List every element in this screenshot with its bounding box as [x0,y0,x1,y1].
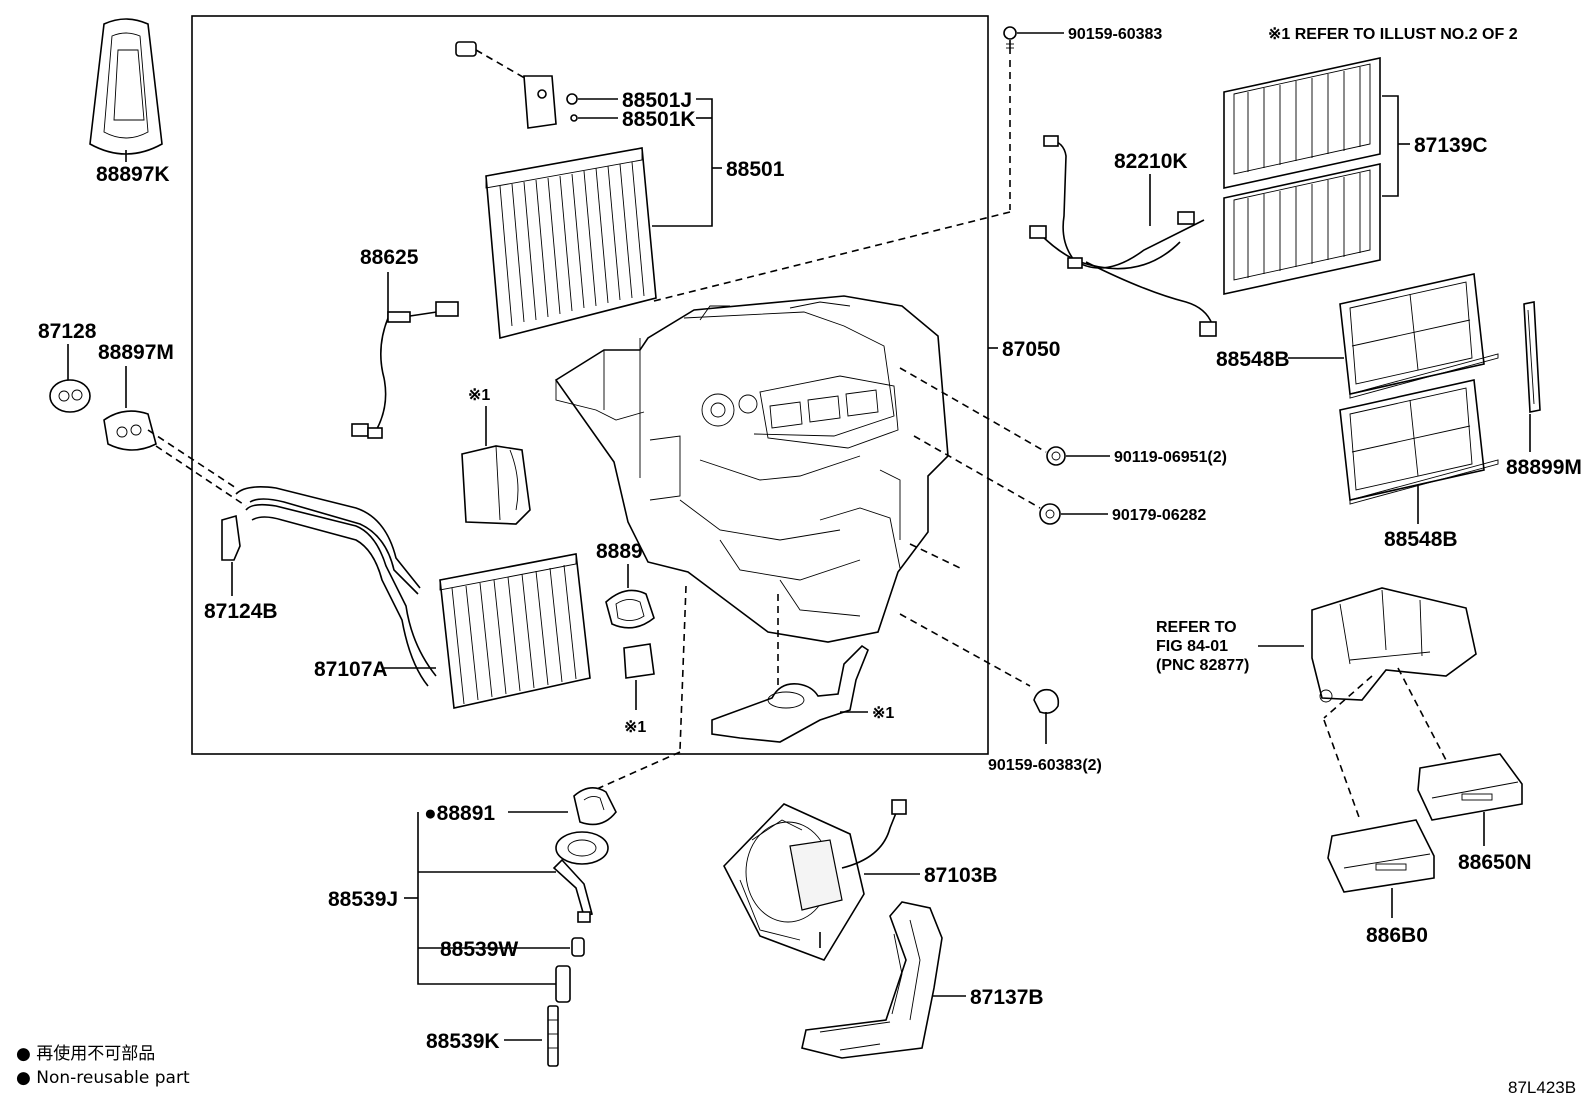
label-87103B: 87103B [924,864,998,887]
label-90179-06282: 90179-06282 [1112,507,1206,524]
header-note: ※1 REFER TO ILLUST NO.2 OF 2 [1268,26,1518,43]
blower-motor-87103B[interactable] [723,799,907,961]
control-module-bracket[interactable] [1311,587,1477,703]
assembly-frame [191,15,989,755]
label-88501: 88501 [726,158,785,181]
label-88548B-b: 88548B [1384,528,1458,551]
label-90119-06951: 90119-06951(2) [1114,449,1227,466]
label-87050: 87050 [1002,338,1060,361]
label-886B0: 886B0 [1366,924,1428,947]
duct-part-ref1[interactable] [461,445,531,525]
hose-88539[interactable] [555,965,571,1003]
heater-core-87107A[interactable] [235,486,591,709]
label-90159-60383-2: 90159-60383(2) [988,757,1102,774]
label-88897K: 88897K [96,163,170,186]
label-87124B: 87124B [204,600,278,623]
label-88897M: 88897M [98,341,174,364]
label-87107A: 87107A [314,658,388,681]
evaporator-88501[interactable] [485,147,657,340]
grommet-88897K[interactable] [89,18,163,162]
foam-88899L[interactable] [605,589,655,629]
label-88501K: 88501K [622,108,696,131]
ref-mark-1c: ※1 [872,705,894,722]
label-87128: 87128 [38,320,97,343]
label-88539K: 88539K [426,1030,500,1053]
label-88625: 88625 [360,246,419,269]
screw-90159-60383-x2[interactable] [1033,688,1060,744]
duct-87137B[interactable] [801,901,943,1059]
module-88650N[interactable] [1417,753,1523,821]
legend-english: ● Non-reusable part [16,1068,190,1088]
seal-strip-88899M[interactable] [1523,301,1541,413]
label-88539W: 88539W [440,938,518,961]
label-88891: ●88891 [424,802,495,825]
label-88899M: 88899M [1506,456,1582,479]
label-90159-60383: 90159-60383 [1068,26,1162,43]
refer-line1: REFER TO [1156,619,1237,636]
label-87139C: 87139C [1414,134,1488,157]
hvac-unit-housing[interactable] [554,295,949,643]
expansion-valve[interactable] [455,41,578,129]
refer-line2: FIG 84-01 [1156,638,1228,655]
label-88650N: 88650N [1458,851,1532,874]
small-bracket-ref1[interactable] [623,643,655,710]
label-88548B-a: 88548B [1216,348,1290,371]
tube-88539K[interactable] [547,1005,559,1067]
screw-90159-60383[interactable] [1003,26,1017,54]
clip-90119-06951[interactable] [1046,446,1066,466]
label-82210K: 82210K [1114,150,1188,173]
filter-frame-88548B-lower[interactable] [1339,379,1499,505]
label-88539J: 88539J [328,888,398,911]
wire-harness-82210K[interactable] [1029,135,1217,337]
bracket-87124B[interactable] [221,514,241,596]
grommet-88891[interactable] [573,787,617,826]
label-88501J: 88501J [622,89,692,112]
filter-frame-88548B-upper[interactable] [1339,273,1499,399]
refer-line3: (PNC 82877) [1156,657,1249,674]
lower-duct-ref1[interactable] [711,644,869,743]
air-filter-87139C[interactable] [1223,57,1381,295]
label-87137B: 87137B [970,986,1044,1009]
grommet-87128[interactable] [49,379,91,413]
aspirator-88539J[interactable] [552,831,609,923]
grommet-88897M[interactable] [103,410,157,451]
hose-88539W[interactable] [571,937,585,957]
illustration-code: 87L423B [1508,1078,1576,1097]
nut-90179-06282[interactable] [1039,503,1061,525]
thermistor-88625[interactable] [351,272,459,439]
ref-mark-1b: ※1 [624,719,646,736]
module-886B0[interactable] [1327,819,1435,893]
ref-mark-1a: ※1 [468,387,490,404]
legend-japanese: ● 再使用不可部品 [16,1043,155,1064]
